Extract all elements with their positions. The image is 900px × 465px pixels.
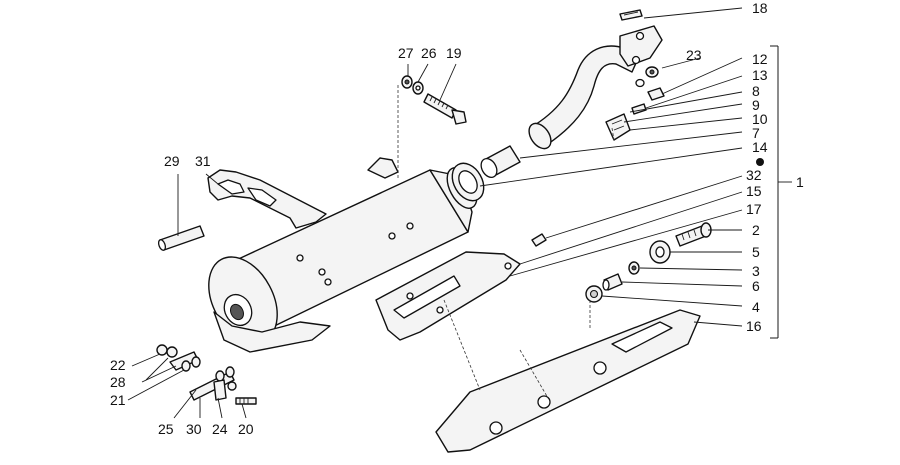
callout-1: 1 bbox=[796, 174, 804, 190]
callout-29: 29 bbox=[164, 153, 180, 169]
bolt-19-group[interactable] bbox=[401, 75, 467, 125]
callout-23: 23 bbox=[686, 47, 702, 63]
callout-26: 26 bbox=[421, 45, 437, 61]
callout-31: 31 bbox=[195, 153, 211, 169]
callout-9: 9 bbox=[752, 97, 760, 113]
callout-8: 8 bbox=[752, 83, 760, 99]
heat-shield-top[interactable] bbox=[207, 169, 327, 229]
callout-30: 30 bbox=[186, 421, 202, 437]
callout-22: 22 bbox=[110, 357, 126, 373]
callout-21: 21 bbox=[110, 392, 126, 408]
callout-6: 6 bbox=[752, 278, 760, 294]
callout-10: 10 bbox=[752, 111, 768, 127]
callout-7: 7 bbox=[752, 125, 760, 141]
callout-4: 4 bbox=[752, 299, 760, 315]
callout-16: 16 bbox=[746, 318, 762, 334]
pipe-sleeve[interactable] bbox=[478, 145, 521, 180]
callout-3: 3 bbox=[752, 263, 760, 279]
callout-17: 17 bbox=[746, 201, 762, 217]
pin-29[interactable] bbox=[157, 225, 205, 251]
callout-2: 2 bbox=[752, 222, 760, 238]
support-bracket[interactable] bbox=[375, 233, 547, 341]
callout-14: 14 bbox=[752, 139, 768, 155]
clamp-ring[interactable] bbox=[446, 158, 490, 207]
callout-32: 32 bbox=[746, 167, 762, 183]
heat-guard-cover[interactable] bbox=[435, 309, 701, 453]
callout-13: 13 bbox=[752, 67, 768, 83]
callout-15: 15 bbox=[746, 183, 762, 199]
grommet-4[interactable] bbox=[585, 285, 603, 303]
callout-labels: 18 23 12 13 8 9 10 7 14 32 15 17 2 5 3 6… bbox=[110, 0, 804, 437]
damper-5[interactable] bbox=[649, 240, 671, 264]
callout-20: 20 bbox=[238, 421, 254, 437]
exhaust-pipe[interactable] bbox=[525, 25, 665, 153]
washer-3[interactable] bbox=[628, 261, 640, 275]
callout-12: 12 bbox=[752, 51, 768, 67]
bolt-2[interactable] bbox=[675, 222, 712, 247]
rear-hardware[interactable] bbox=[156, 344, 257, 405]
callout-24: 24 bbox=[212, 421, 228, 437]
callout-19: 19 bbox=[446, 45, 462, 61]
callout-25: 25 bbox=[158, 421, 174, 437]
leader-lines bbox=[127, 7, 792, 419]
callout-18: 18 bbox=[752, 0, 768, 16]
callout-28: 28 bbox=[110, 374, 126, 390]
spacer-6[interactable] bbox=[602, 273, 623, 291]
reference-dot bbox=[756, 158, 764, 166]
gasket-18[interactable] bbox=[619, 9, 643, 21]
callout-5: 5 bbox=[752, 244, 760, 260]
callout-27: 27 bbox=[398, 45, 414, 61]
